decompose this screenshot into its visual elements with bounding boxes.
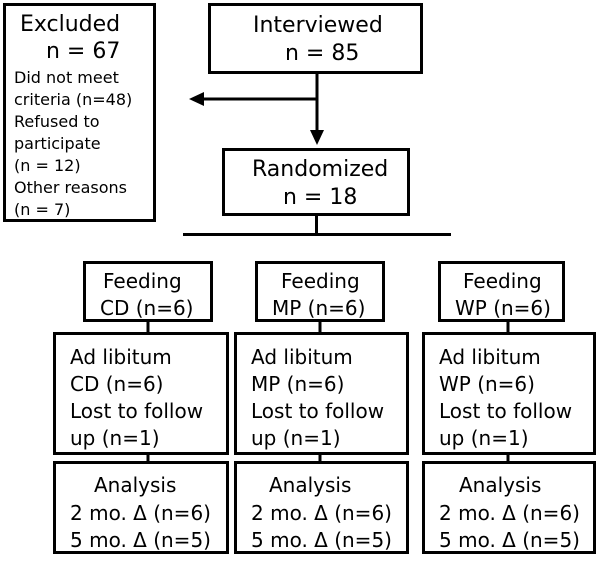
analysis-2mo: 2 mo. Δ (n=6) [439, 501, 580, 525]
feeding-box-mp: Feeding MP (n=6) [255, 261, 385, 322]
feeding-group: CD (n=6) [100, 296, 194, 320]
adlib-lost: Lost to follow [439, 399, 573, 423]
adlib-lost-count: up (n=1) [70, 426, 160, 450]
analysis-5mo: 5 mo. Δ (n=5) [439, 528, 580, 552]
arrow-down-head [310, 130, 324, 145]
excluded-reason-line: (n = 12) [14, 156, 81, 175]
adlib-group: CD (n=6) [70, 372, 164, 396]
feeding-label: Feeding [281, 269, 360, 293]
adlib-box-wp: Ad libitum WP (n=6) Lost to follow up (n… [422, 332, 596, 455]
excluded-reason-line: Refused to [14, 112, 100, 131]
feeding-box-cd: Feeding CD (n=6) [83, 261, 213, 322]
analysis-label: Analysis [94, 473, 177, 497]
analysis-label: Analysis [459, 473, 542, 497]
analysis-5mo: 5 mo. Δ (n=5) [251, 528, 392, 552]
interviewed-count: n = 85 [285, 41, 360, 66]
excluded-reason-line: Did not meet [14, 68, 119, 87]
split-line [183, 233, 451, 236]
adlib-box-mp: Ad libitum MP (n=6) Lost to follow up (n… [234, 332, 409, 455]
interviewed-title: Interviewed [253, 13, 383, 38]
excluded-reason-line: criteria (n=48) [14, 90, 133, 109]
analysis-label: Analysis [269, 473, 352, 497]
adlib-lost: Lost to follow [251, 399, 385, 423]
excluded-box: Excluded n = 67 Did not meet criteria (n… [3, 3, 156, 222]
adlib-label: Ad libitum [439, 345, 541, 369]
excluded-reason-line: (n = 7) [14, 200, 71, 219]
feeding-group: WP (n=6) [455, 296, 551, 320]
analysis-box-cd: Analysis 2 mo. Δ (n=6) 5 mo. Δ (n=5) [53, 461, 229, 554]
feeding-group: MP (n=6) [272, 296, 366, 320]
feeding-label: Feeding [463, 269, 542, 293]
adlib-group: WP (n=6) [439, 372, 535, 396]
analysis-2mo: 2 mo. Δ (n=6) [251, 501, 392, 525]
analysis-box-mp: Analysis 2 mo. Δ (n=6) 5 mo. Δ (n=5) [234, 461, 409, 554]
adlib-group: MP (n=6) [251, 372, 345, 396]
adlib-lost: Lost to follow [70, 399, 204, 423]
excluded-count: n = 67 [46, 39, 121, 64]
adlib-label: Ad libitum [70, 345, 172, 369]
randomized-title: Randomized [252, 157, 389, 182]
adlib-label: Ad libitum [251, 345, 353, 369]
feeding-box-wp: Feeding WP (n=6) [438, 261, 565, 322]
analysis-box-wp: Analysis 2 mo. Δ (n=6) 5 mo. Δ (n=5) [422, 461, 596, 554]
feeding-label: Feeding [103, 269, 182, 293]
excluded-reason-line: participate [14, 134, 101, 153]
randomized-stem [315, 216, 318, 234]
analysis-2mo: 2 mo. Δ (n=6) [70, 501, 211, 525]
randomized-box: Randomized n = 18 [222, 148, 410, 216]
adlib-lost-count: up (n=1) [251, 426, 341, 450]
interviewed-box: Interviewed n = 85 [208, 3, 423, 74]
excluded-title: Excluded [20, 12, 121, 37]
arrow-left-head [189, 92, 204, 106]
excluded-reason-line: Other reasons [14, 178, 127, 197]
adlib-box-cd: Ad libitum CD (n=6) Lost to follow up (n… [53, 332, 229, 455]
adlib-lost-count: up (n=1) [439, 426, 529, 450]
randomized-count: n = 18 [283, 185, 358, 210]
analysis-5mo: 5 mo. Δ (n=5) [70, 528, 211, 552]
